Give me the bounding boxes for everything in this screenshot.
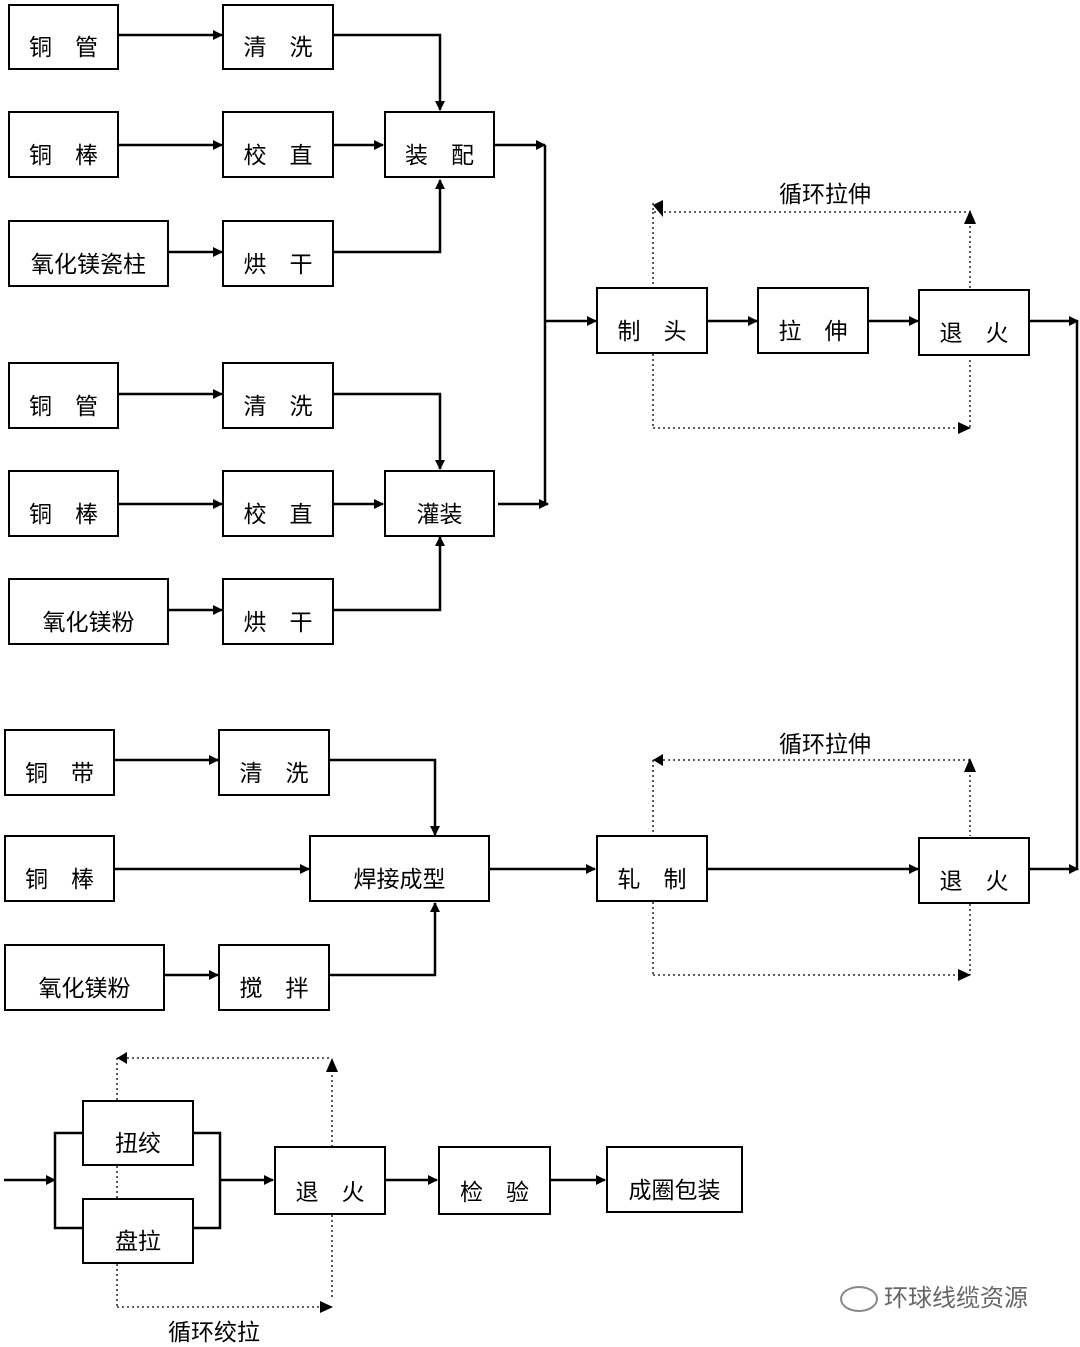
- box-label: 扭绞: [115, 1131, 161, 1157]
- watermark-text: 环球线缆资源: [884, 1284, 1028, 1312]
- process-box-straighten-2: 校 直: [222, 470, 334, 537]
- box-label: 盘拉: [115, 1229, 161, 1255]
- box-label: 校 直: [243, 502, 313, 528]
- process-box-assembly: 装 配: [384, 111, 495, 178]
- process-box-filling: 灌装: [384, 470, 495, 537]
- box-label: 装 配: [405, 143, 474, 169]
- box-label: 氧化镁瓷柱: [31, 252, 146, 278]
- loop-label-stretch-2: 循环拉伸: [779, 732, 871, 758]
- process-box-mgo-powder-1: 氧化镁粉: [8, 578, 169, 645]
- box-label: 清 洗: [239, 761, 309, 787]
- box-label: 清 洗: [243, 394, 313, 420]
- box-label: 铜 带: [25, 761, 94, 787]
- process-box-clean-1: 清 洗: [222, 4, 334, 70]
- process-box-inspection: 检 验: [438, 1146, 551, 1215]
- box-label: 灌装: [416, 502, 463, 528]
- box-label: 制 头: [617, 319, 687, 345]
- box-label: 退 火: [939, 321, 1009, 347]
- box-label: 成圈包装: [628, 1178, 721, 1204]
- box-label: 烘 干: [243, 610, 313, 636]
- box-label: 铜 管: [29, 35, 98, 61]
- process-box-copper-rod-1: 铜 棒: [8, 111, 119, 178]
- process-box-dry-2: 烘 干: [222, 578, 334, 645]
- process-box-twist: 扭绞: [82, 1100, 194, 1166]
- loop-label-twist-draw: 循环绞拉: [168, 1320, 260, 1346]
- box-label: 烘 干: [243, 252, 313, 278]
- process-box-clean-2: 清 洗: [222, 362, 334, 429]
- process-box-welding-forming: 焊接成型: [309, 835, 490, 902]
- process-box-copper-rod-3: 铜 棒: [4, 835, 115, 902]
- process-box-copper-tube-2: 铜 管: [8, 362, 119, 429]
- process-box-stretch: 拉 伸: [757, 287, 869, 354]
- box-label: 铜 棒: [25, 867, 94, 893]
- process-box-mgo-powder-2: 氧化镁粉: [4, 944, 165, 1011]
- process-box-clean-3: 清 洗: [218, 729, 330, 796]
- watermark: 环球线缆资源: [840, 1278, 1028, 1313]
- box-label: 拉 伸: [778, 319, 848, 345]
- process-box-coiling-packing: 成圈包装: [606, 1146, 743, 1213]
- box-label: 退 火: [939, 869, 1009, 895]
- process-box-mgo-ceramic: 氧化镁瓷柱: [8, 220, 169, 287]
- box-label: 检 验: [460, 1180, 529, 1206]
- process-box-dry-1: 烘 干: [222, 220, 334, 287]
- box-label: 铜 棒: [29, 143, 98, 169]
- process-box-straighten-1: 校 直: [222, 111, 334, 178]
- process-box-copper-strip: 铜 带: [4, 729, 115, 796]
- box-label: 焊接成型: [353, 867, 446, 893]
- wechat-icon: [840, 1286, 878, 1312]
- process-box-copper-tube-1: 铜 管: [8, 4, 119, 70]
- process-box-anneal-3: 退 火: [274, 1146, 386, 1215]
- box-label: 校 直: [243, 143, 313, 169]
- box-label: 氧化镁粉: [38, 976, 131, 1002]
- process-box-copper-rod-2: 铜 棒: [8, 470, 119, 537]
- box-label: 轧 制: [617, 867, 687, 893]
- box-label: 清 洗: [243, 35, 313, 61]
- process-box-rolling: 轧 制: [596, 835, 708, 902]
- process-box-stir: 搅 拌: [218, 944, 330, 1011]
- process-box-anneal-1: 退 火: [918, 289, 1030, 356]
- box-label: 氧化镁粉: [42, 610, 135, 636]
- box-label: 铜 管: [29, 394, 98, 420]
- box-label: 搅 拌: [239, 976, 309, 1002]
- loop-label-stretch-1: 循环拉伸: [779, 182, 871, 208]
- box-label: 退 火: [295, 1180, 365, 1206]
- process-box-coil-draw: 盘拉: [82, 1198, 194, 1264]
- box-label: 铜 棒: [29, 502, 98, 528]
- process-box-heading: 制 头: [596, 287, 708, 354]
- process-box-anneal-2: 退 火: [918, 837, 1030, 904]
